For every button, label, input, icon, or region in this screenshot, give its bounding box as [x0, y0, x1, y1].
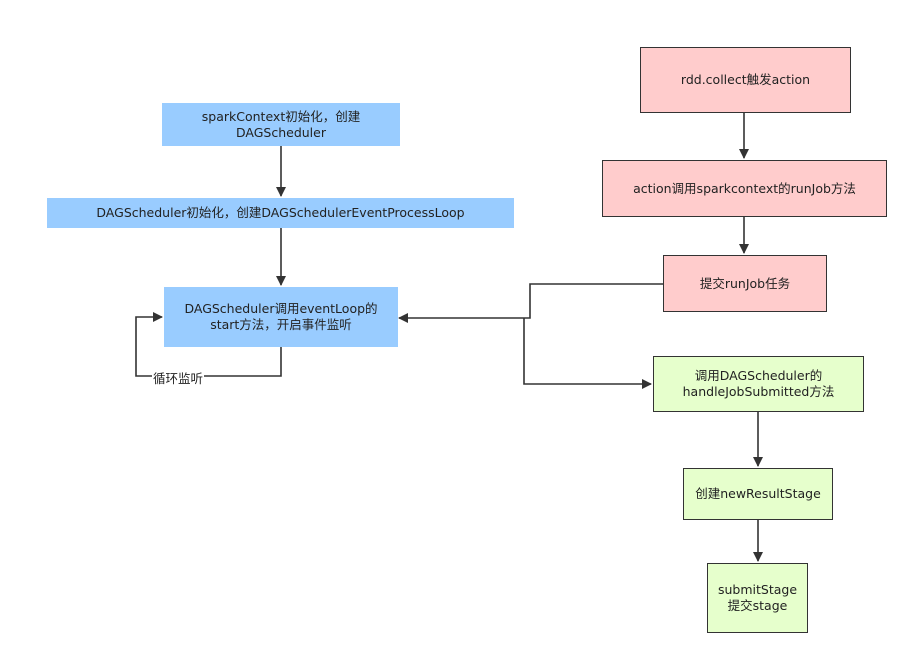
- edge-loop-back: [135, 312, 282, 377]
- node-text: action调用sparkcontext的runJob方法: [633, 180, 856, 196]
- node-text: sparkContext初始化，创建 DAGScheduler: [201, 108, 361, 140]
- loop-label: 循环监听: [152, 368, 205, 387]
- node-spark-context-init: sparkContext初始化，创建 DAGScheduler: [162, 103, 400, 146]
- node-submit-stage: submitStage 提交stage: [707, 563, 808, 633]
- node-text: submitStage 提交stage: [717, 582, 798, 613]
- node-submit-run-job: 提交runJob任务: [663, 255, 827, 312]
- node-rdd-collect: rdd.collect触发action: [640, 47, 851, 113]
- node-text: DAGScheduler初始化，创建DAGSchedulerEventProce…: [96, 205, 465, 220]
- edge-submit-to-eventloop: [398, 283, 663, 323]
- node-dag-scheduler-init: DAGScheduler初始化，创建DAGSchedulerEventProce…: [47, 198, 514, 228]
- edge-branch-to-handle: [523, 318, 652, 389]
- node-text: DAGScheduler调用eventLoop的 start方法，开启事件监听: [184, 301, 378, 332]
- node-text: 调用DAGScheduler的 handleJobSubmitted方法: [682, 368, 835, 399]
- node-run-job-call: action调用sparkcontext的runJob方法: [602, 160, 887, 217]
- node-text: 创建newResultStage: [695, 486, 821, 501]
- node-text: rdd.collect触发action: [680, 72, 811, 87]
- node-text: 提交runJob任务: [699, 275, 791, 291]
- node-event-loop-start: DAGScheduler调用eventLoop的 start方法，开启事件监听: [164, 287, 398, 347]
- node-new-result-stage: 创建newResultStage: [683, 468, 833, 520]
- node-handle-job-submitted: 调用DAGScheduler的 handleJobSubmitted方法: [653, 356, 864, 412]
